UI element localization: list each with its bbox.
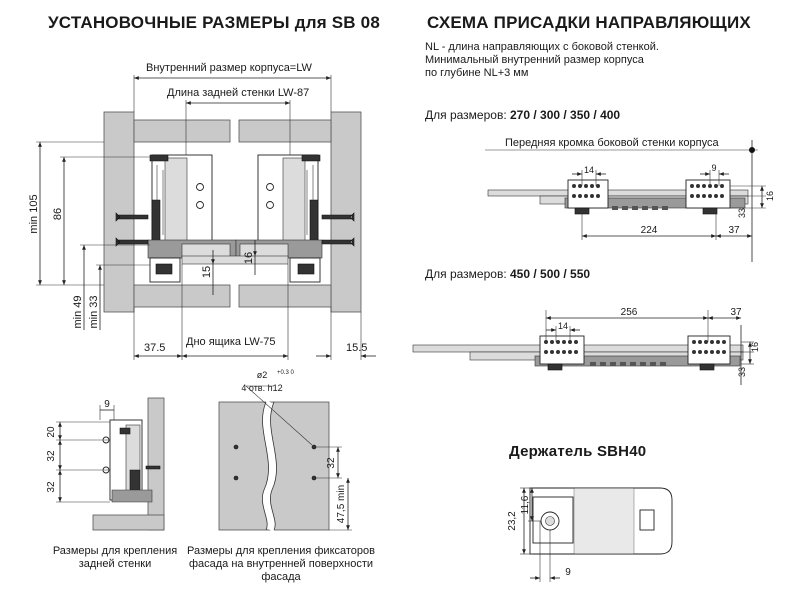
note-line-1: NL - длина направляющих с боковой стенко… [425,41,659,53]
holder-title: Держатель SBH40 [509,443,647,460]
drilling-scheme-title: СХЕМА ПРИСАДКИ НАПРАВЛЯЮЩИХ [427,13,751,32]
bottom-dimensions [133,264,376,360]
sizes-group-1-prefix: Для размеров: [425,108,507,122]
dim-min105: min 105 [28,194,40,233]
rear-detail-caption: Размеры для крепления задней стенки [52,545,178,570]
r2-dim-256: 256 [621,307,638,318]
left-side-panel [103,111,135,313]
r1-dim-33: 33 [737,208,747,218]
rear-wall-label: Длина задней стенки LW-87 [167,87,310,99]
vertical-dimensions [36,141,257,330]
r1-dim-224: 224 [641,225,658,236]
right-drawer-side [235,154,355,283]
front-facade-detail [218,385,352,532]
front-dim-32: 32 [326,457,337,469]
sizes-group-1-values: 270 / 300 / 350 / 400 [510,108,621,122]
h-dim-232: 23,2 [507,511,518,531]
sizes-group-2-prefix: Для размеров: [425,267,507,281]
sizes-group-2-values: 450 / 500 / 550 [510,267,591,281]
rear-dim-9: 9 [104,399,110,410]
r2-dim-37: 37 [730,307,742,318]
right-side-panel [330,111,362,313]
r1-dim-14: 14 [584,165,594,175]
dim-16: 16 [243,252,255,264]
sizes-group-1-label: Для размеров: 270 / 300 / 350 / 400 [425,109,620,122]
hole-count: 4 отв. h12 [241,383,282,393]
dim-86: 86 [52,208,64,220]
bottom-shelf-right [238,284,332,308]
rear-dim-20: 20 [46,426,57,438]
top-shelf-right [238,119,332,143]
r2-dim-33: 33 [737,367,747,377]
left-drawer-side [115,154,237,283]
r1-dim-16: 16 [765,191,775,201]
hole-tolerance: +0.3 0 [277,370,295,376]
top-shelf-left [133,119,231,143]
installation-title: УСТАНОВОЧНЫЕ РАЗМЕРЫ для SB 08 [48,13,380,32]
front-edge-label: Передняя кромка боковой стенки корпуса [505,137,719,149]
r1-dim-37: 37 [728,225,740,236]
holder-sbh40 [520,487,673,582]
rear-dim-32b: 32 [46,481,57,493]
front-dim-475: 47,5 min [336,485,347,523]
dim-15-5: 15.5 [346,342,368,354]
hole-diameter: ø2 [257,370,268,380]
dim-15: 15 [201,266,213,278]
r1-dim-9: 9 [711,163,716,173]
front-detail-caption: Размеры для крепления фиксаторов фасада … [186,545,375,583]
lw-label: Внутренний размер корпуса=LW [146,62,312,74]
r2-dim-16: 16 [750,342,760,352]
dim-min49: min 49 [72,295,84,328]
dim-37-5: 37.5 [144,342,166,354]
rear-dim-32a: 32 [46,450,57,462]
bottom-label: Дно ящика LW-75 [186,336,276,348]
rear-wall-detail [56,397,165,531]
note-line-2: Минимальный внутренний размер корпуса [425,54,644,66]
dim-min33: min 33 [88,295,100,328]
note-line-3: по глубине NL+3 мм [425,67,529,79]
h-dim-9: 9 [565,567,571,578]
rail-diagram-1 [485,140,766,262]
sizes-group-2-label: Для размеров: 450 / 500 / 550 [425,268,590,281]
rail-diagram-2 [412,310,754,385]
cabinet-cross-section [103,111,362,313]
h-dim-116: 11,6 [520,495,531,514]
r2-dim-14: 14 [558,321,568,331]
top-dimensions [133,75,332,155]
